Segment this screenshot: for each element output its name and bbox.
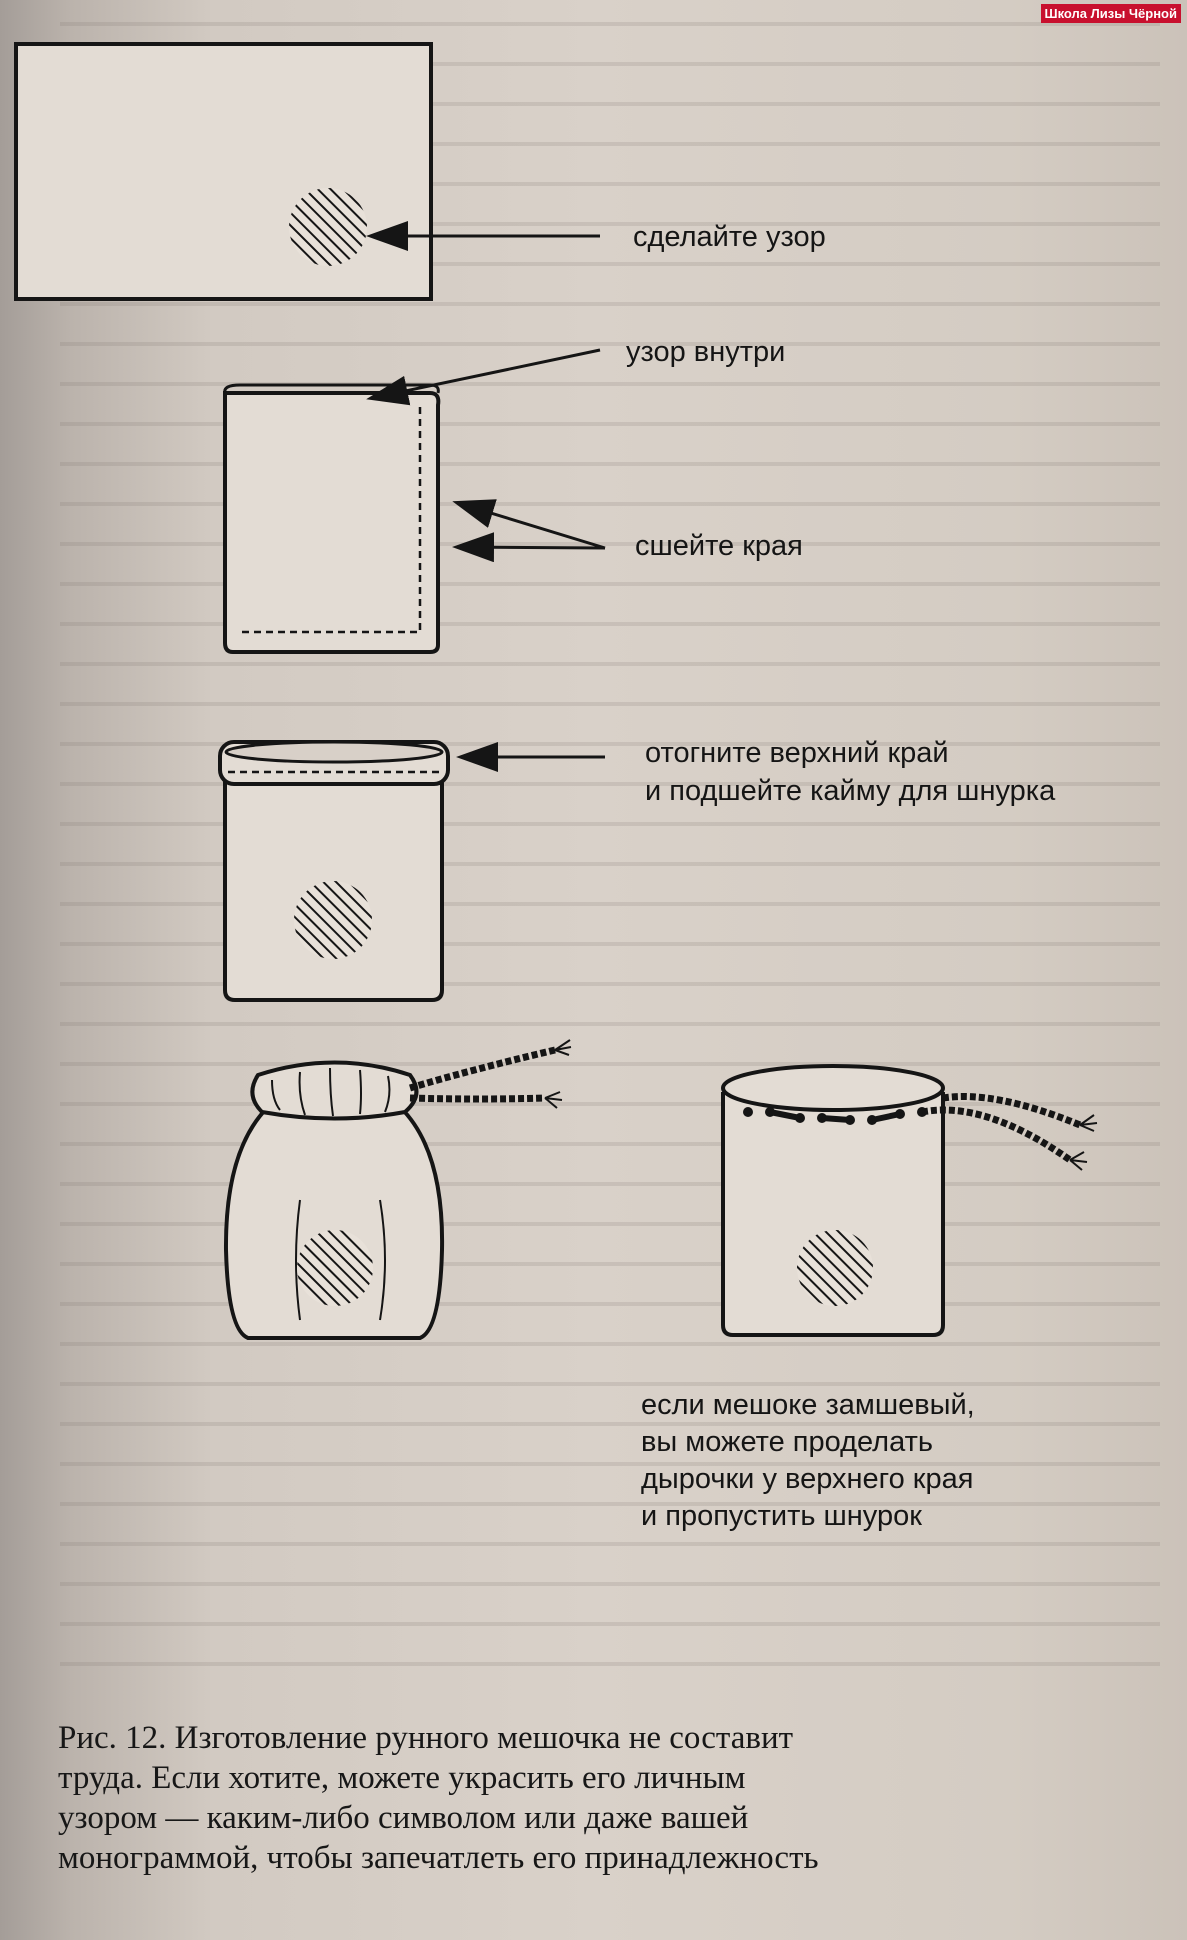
suede-pouch <box>721 1064 1098 1337</box>
caption-line: монограммой, чтобы запечатлеть его прина… <box>58 1840 819 1876</box>
figure-caption: Рис. 12. Изготовление рунного мешочка не… <box>58 1718 1078 1878</box>
drawstring-pouch <box>223 1039 572 1340</box>
caption-line: узором — каким-либо символом или даже ва… <box>58 1800 749 1836</box>
label-pattern-inside: узор внутри <box>626 336 786 368</box>
caption-line: Рис. 12. Изготовление рунного мешочка не… <box>58 1720 794 1756</box>
folded-fabric <box>223 348 606 654</box>
label-suede-1: если мешоке замшевый, <box>641 1389 975 1421</box>
arrow-sew-edges-1 <box>452 499 606 550</box>
fabric-rectangle <box>14 42 600 301</box>
watermark: Школа Лизы Чёрной <box>1040 4 1181 23</box>
arrow-sew-edges-2 <box>452 532 606 563</box>
caption-line: труда. Если хотите, можете украсить его … <box>58 1760 746 1796</box>
label-make-pattern: сделайте узор <box>633 221 826 253</box>
pattern-circle-1 <box>289 188 367 266</box>
label-suede-3: дырочки у верхнего края <box>641 1463 974 1495</box>
label-suede-2: вы можете проделать <box>641 1426 933 1458</box>
label-sew-edges: сшейте края <box>635 530 803 562</box>
pattern-circle-4 <box>797 1230 873 1306</box>
label-fold-top-1: отогните верхний край <box>645 737 949 769</box>
label-suede-4: и пропустить шнурок <box>641 1500 922 1532</box>
pattern-circle-2 <box>294 881 372 959</box>
hemmed-bag <box>218 740 605 1002</box>
pattern-circle-3 <box>297 1230 373 1306</box>
label-fold-top-2: и подшейте кайму для шнурка <box>645 775 1056 807</box>
arrow-pattern-inside <box>366 348 601 406</box>
stitch-line <box>242 405 422 634</box>
